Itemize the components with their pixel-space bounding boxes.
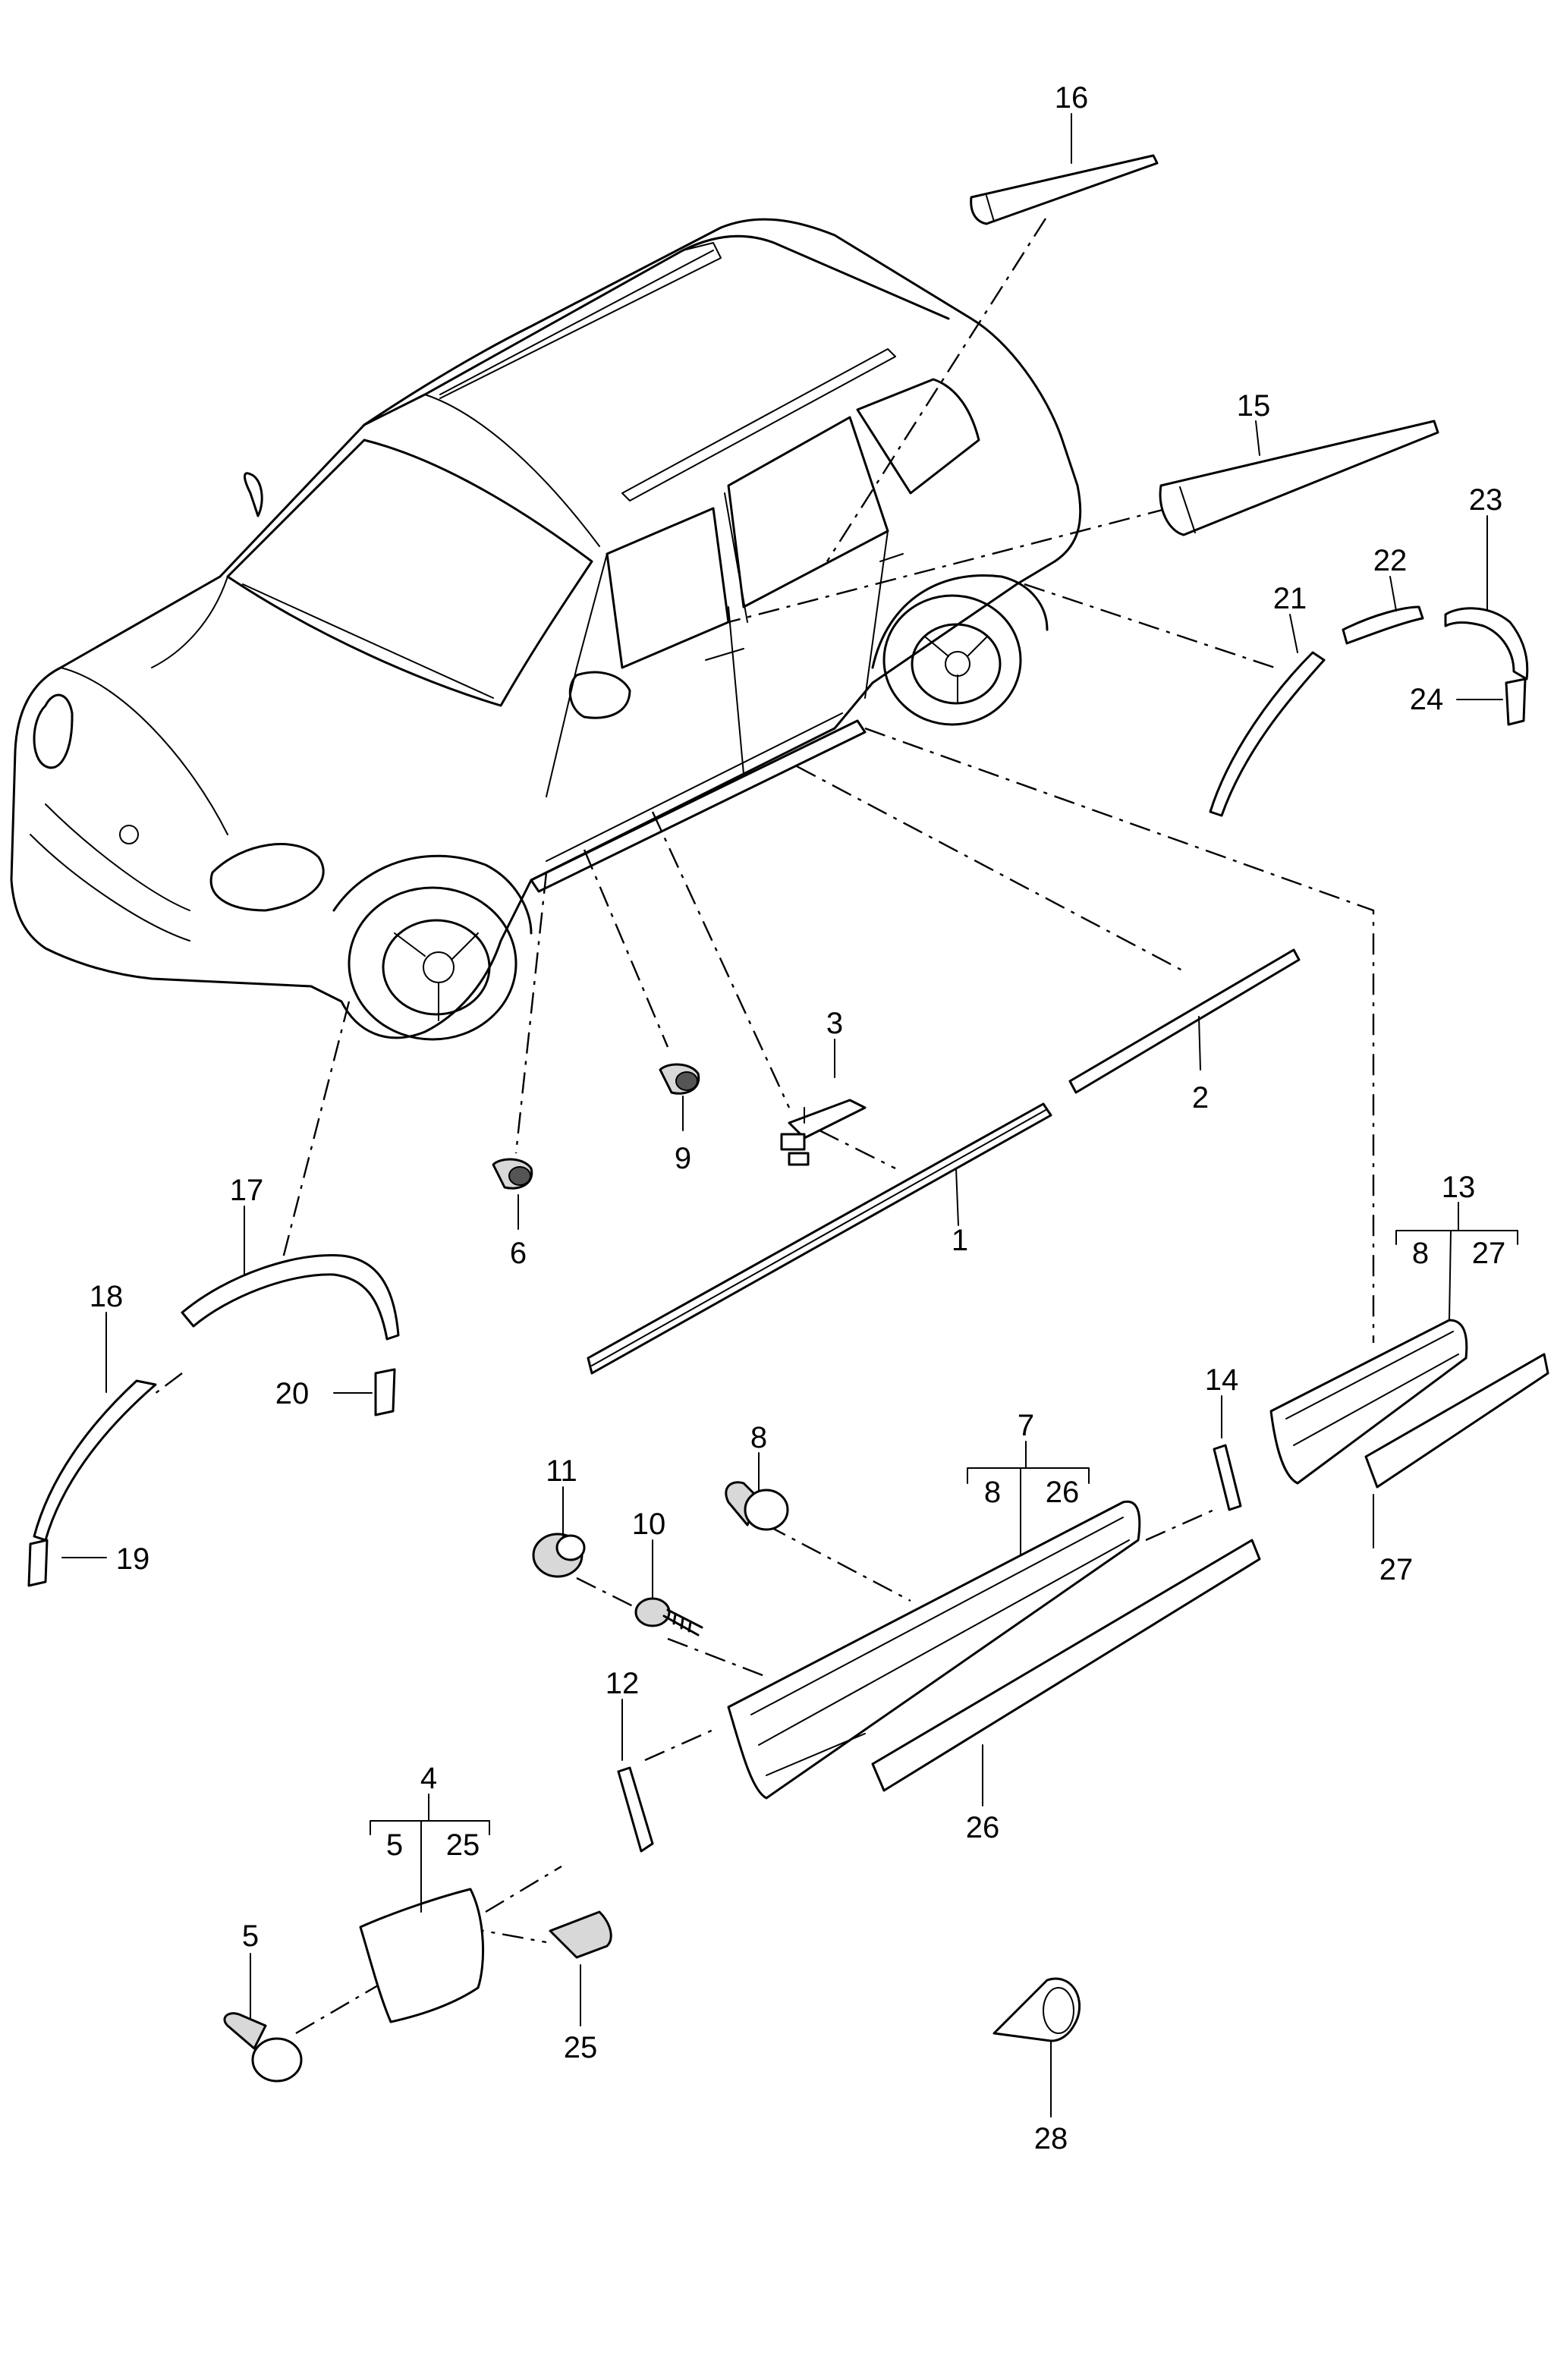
callout-2: 2	[1192, 1081, 1209, 1115]
callout-3: 3	[826, 1007, 843, 1040]
part-20-end-piece	[374, 1368, 396, 1416]
callout-5: 5	[242, 1919, 259, 1953]
callout-9: 9	[675, 1142, 691, 1175]
callout-14: 14	[1205, 1363, 1239, 1397]
callout-27: 27	[1379, 1553, 1414, 1586]
callout-23: 23	[1469, 483, 1503, 517]
part-25-cap	[549, 1910, 612, 1959]
callout-13: 13	[1442, 1171, 1476, 1204]
callout-7-sub-8: 8	[984, 1476, 1001, 1509]
part-13-rear-panel	[1269, 1319, 1468, 1485]
callout-26: 26	[966, 1811, 1000, 1844]
callout-labels: 1 2 3 4 5 25 5 6 7 8 26 8 9 10 11 12 13 …	[90, 81, 1506, 2155]
callout-28: 28	[1034, 2122, 1068, 2155]
callout-13-sub-8: 8	[1412, 1237, 1429, 1270]
callout-7-sub-26: 26	[1046, 1476, 1080, 1509]
part-27-trim-strip	[1364, 1353, 1549, 1489]
callout-6: 6	[510, 1237, 527, 1270]
part-12-end-piece	[617, 1766, 654, 1853]
part-21-arch-trim	[1209, 651, 1326, 817]
part-23-arch-trim	[1444, 607, 1529, 681]
callout-13-sub-27: 27	[1472, 1237, 1506, 1270]
callout-11: 11	[546, 1454, 577, 1488]
callout-8: 8	[750, 1421, 767, 1454]
part-4-flap	[359, 1888, 485, 2023]
part-1-sill-strip	[587, 1102, 1052, 1375]
callout-leaders	[61, 113, 1518, 2117]
callout-21: 21	[1273, 582, 1307, 615]
part-10-screw	[634, 1597, 703, 1636]
part-15-trim-strip	[1159, 420, 1439, 536]
vehicle-illustration	[10, 218, 1082, 1041]
part-3-clip	[780, 1099, 867, 1166]
callout-16: 16	[1055, 81, 1089, 115]
callout-4: 4	[420, 1762, 437, 1795]
part-11-nut	[532, 1533, 586, 1578]
callout-20: 20	[275, 1377, 310, 1410]
callout-19: 19	[116, 1542, 150, 1576]
part-24-end-piece	[1505, 678, 1527, 726]
callout-25: 25	[564, 2031, 598, 2064]
callout-4-sub-25: 25	[446, 1828, 480, 1862]
callout-22: 22	[1373, 544, 1408, 577]
part-17-arch-trim	[181, 1253, 400, 1341]
part-18-arch-trim	[33, 1379, 157, 1542]
part-9-grommet	[659, 1063, 700, 1095]
callout-17: 17	[230, 1174, 264, 1207]
part-28-tape-roll	[992, 1977, 1081, 2042]
callout-24: 24	[1410, 683, 1444, 716]
part-7-rocker-panel	[727, 1500, 1141, 1800]
callout-1: 1	[952, 1224, 968, 1257]
part-5-clip	[223, 2012, 303, 2083]
callout-4-sub-5: 5	[386, 1828, 403, 1862]
part-2-door-strip	[1068, 948, 1301, 1094]
part-22-arch-trim	[1342, 605, 1424, 645]
part-26-trim-strip	[871, 1539, 1261, 1792]
callout-10: 10	[632, 1508, 666, 1541]
part-14-end-piece	[1213, 1444, 1242, 1511]
part-8-clip	[725, 1481, 789, 1531]
callout-7: 7	[1018, 1409, 1034, 1442]
callout-18: 18	[90, 1280, 124, 1313]
part-19-end-piece	[27, 1539, 49, 1587]
callout-15: 15	[1237, 389, 1271, 423]
part-16-trim-strip	[970, 154, 1159, 225]
callout-12: 12	[606, 1667, 640, 1700]
part-6-grommet	[492, 1158, 533, 1190]
